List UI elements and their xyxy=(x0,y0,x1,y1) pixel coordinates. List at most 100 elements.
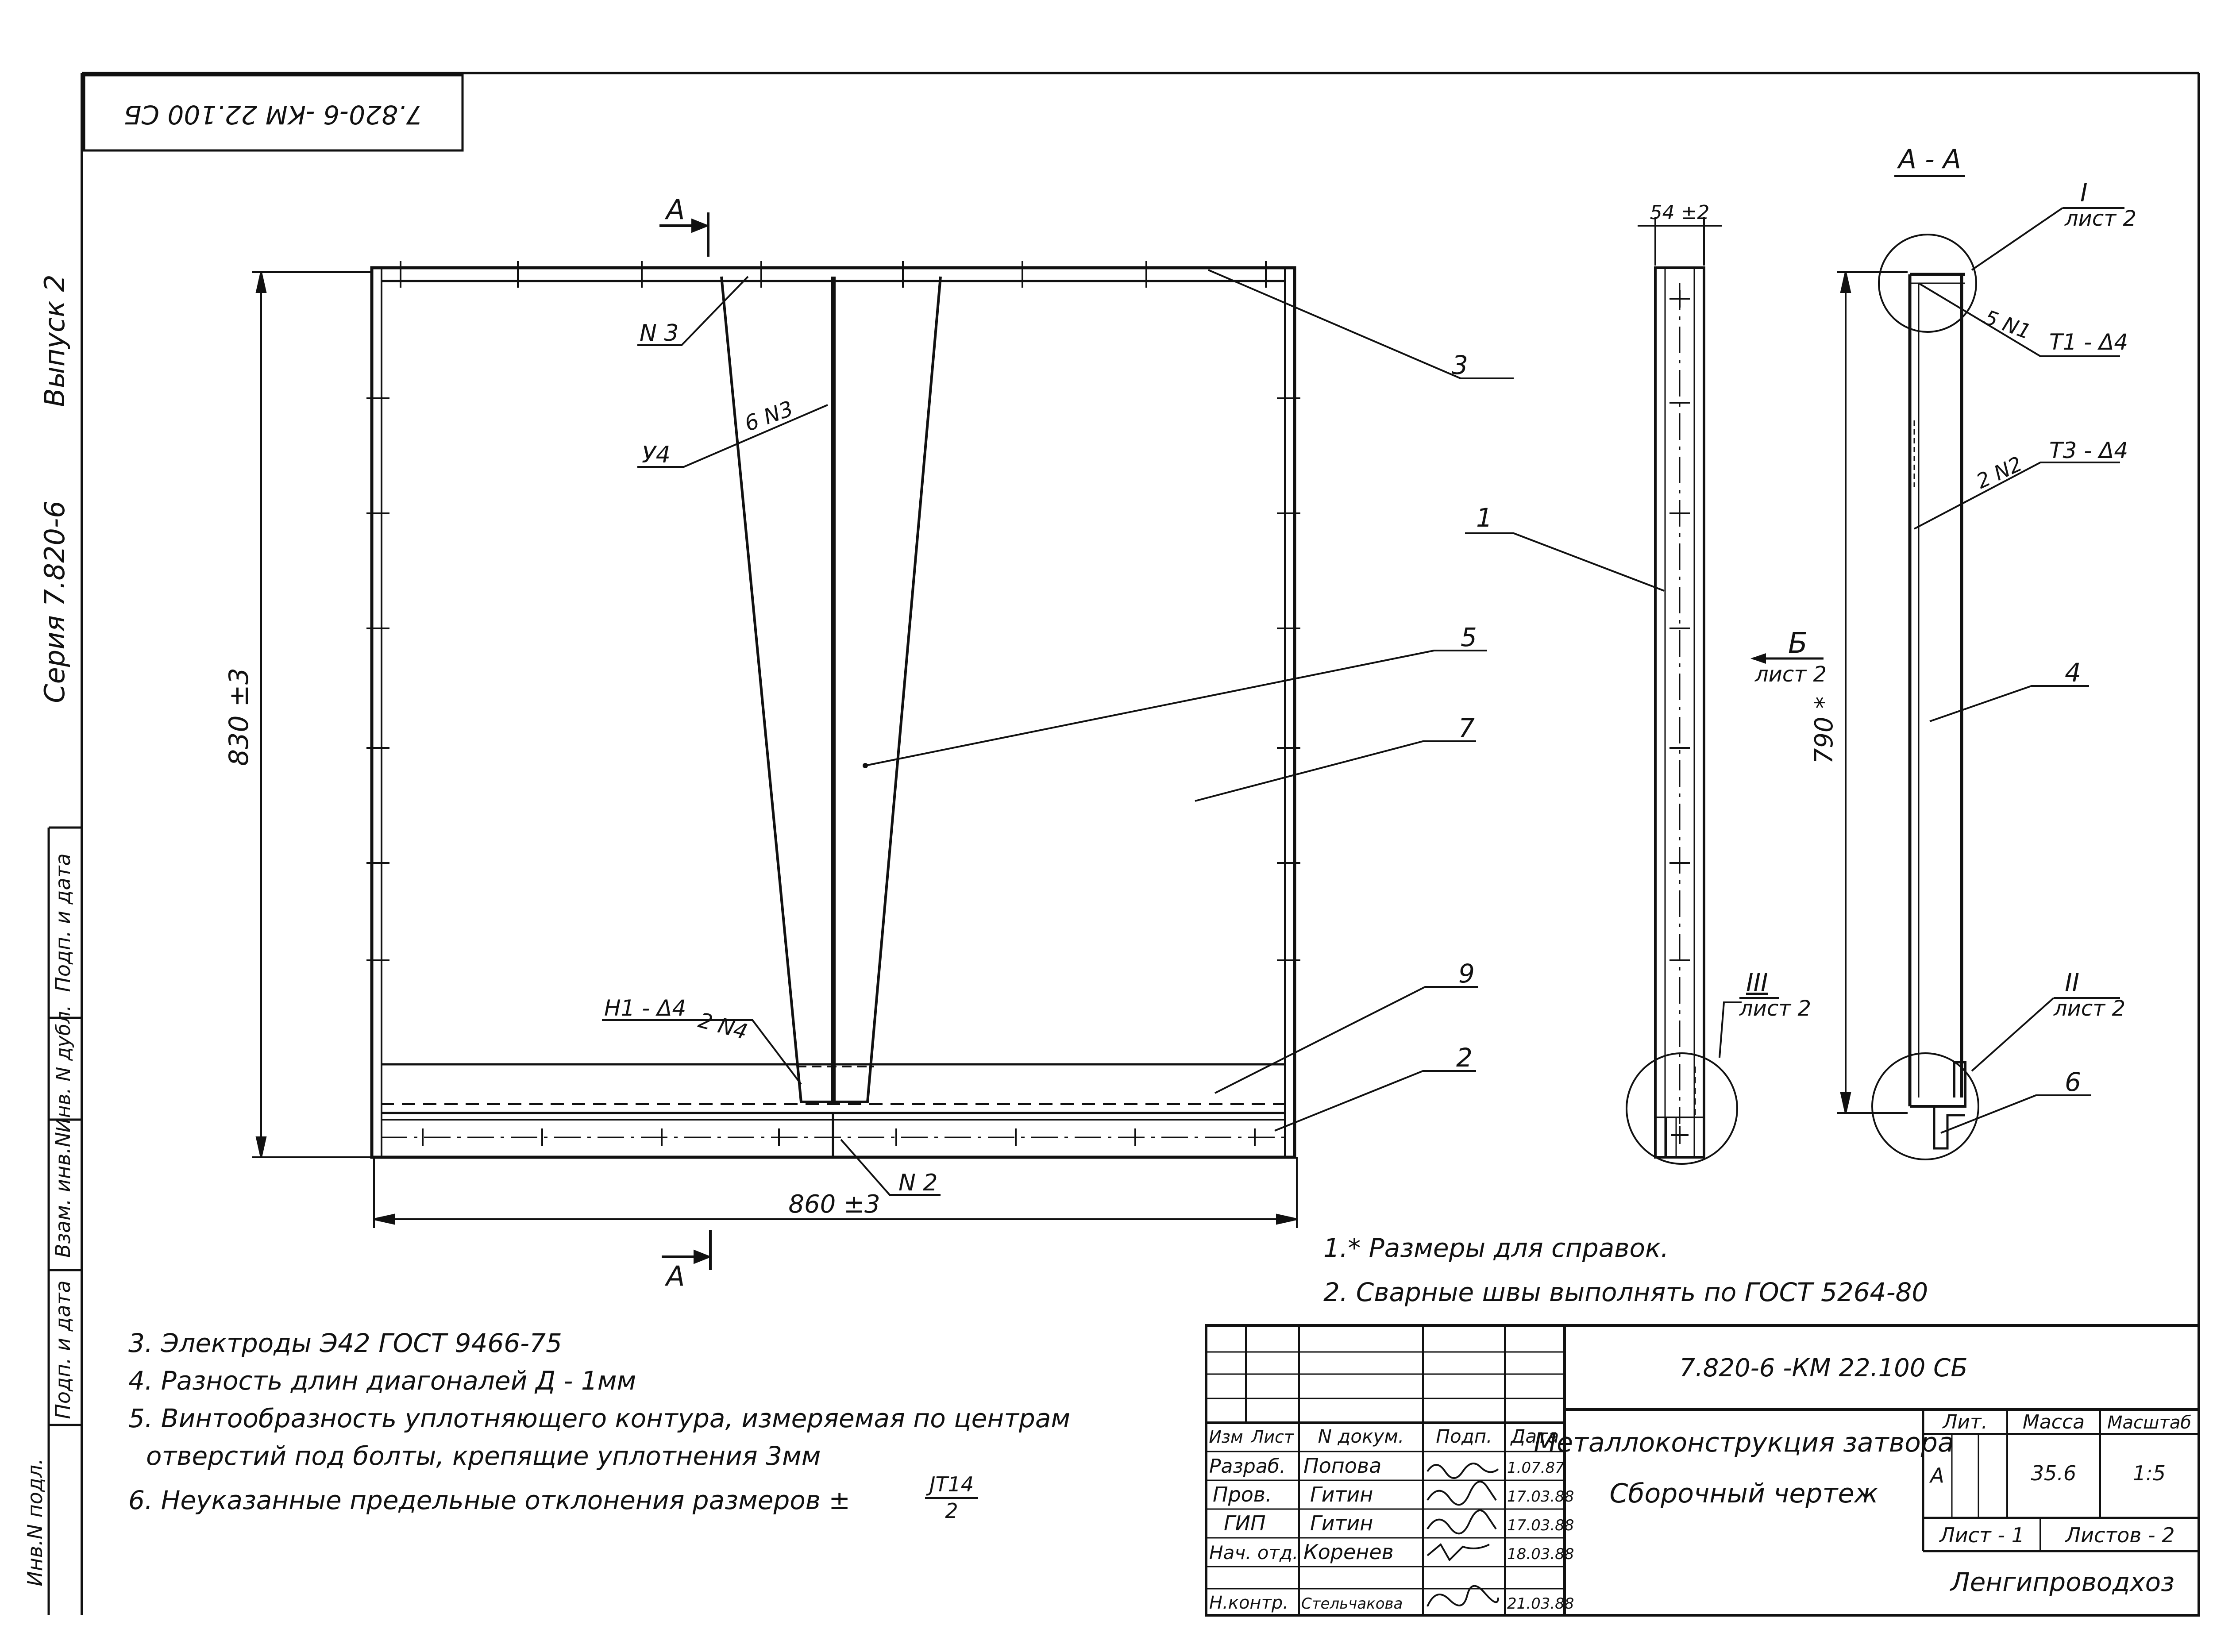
detail-circle-iii xyxy=(1626,1052,1738,1165)
leader-dot-5 xyxy=(863,763,868,768)
detail-i-sheet: лист 2 xyxy=(2064,206,2136,231)
callout-t1: Т1 - Δ4 xyxy=(2049,329,2128,355)
note-left-6: 6. Неуказанные предельные отклонения раз… xyxy=(128,1485,850,1515)
dim-54 xyxy=(1638,217,1722,266)
tb-role-0: Разраб. xyxy=(1209,1455,1286,1478)
bolt-ticks-top xyxy=(400,261,1267,288)
tb-role-4: Н.контр. xyxy=(1209,1593,1288,1613)
leader-iii xyxy=(1719,1001,1742,1058)
tapered-post xyxy=(720,276,833,1103)
dim-height-830-text: 830 ±3 xyxy=(224,668,254,766)
b-arrow-head xyxy=(1750,653,1766,664)
leader-ii xyxy=(1971,997,2055,1072)
callout-7: 7 xyxy=(1458,713,1475,743)
note-left-5b: отверстий под болты, крепящие уплотнения… xyxy=(146,1441,821,1471)
front-leaders xyxy=(602,269,1514,1196)
detail-i-label: I xyxy=(2080,179,2088,208)
margin-cell-podp-data-2: Подп. и дата xyxy=(51,853,75,992)
tb-sheets: Листов - 2 xyxy=(2065,1523,2175,1547)
tb-name-0: Попова xyxy=(1303,1454,1381,1478)
side-view xyxy=(1626,266,1738,1165)
note-left-5: 5. Винтообразность уплотняющего контура,… xyxy=(128,1403,1070,1433)
stamp-box xyxy=(83,74,464,152)
tb-title-2: Сборочный чертеж xyxy=(1610,1478,1878,1509)
side-view-ticks xyxy=(1669,290,1690,1144)
tb-name-1: Гитин xyxy=(1310,1483,1373,1506)
tb-date-4: 21.03.88 xyxy=(1507,1595,1574,1613)
margin-vypusk: Выпуск 2 xyxy=(39,274,71,407)
tb-lit-header: Лит. xyxy=(1942,1411,1987,1433)
tb-sheet: Лист - 1 xyxy=(1939,1523,2024,1547)
tb-scale-header: Масштаб xyxy=(2107,1413,2191,1433)
note-right-1: 1.* Размеры для справок. xyxy=(1323,1233,1669,1263)
tb-h-data: Дата xyxy=(1510,1425,1559,1447)
tb-name-4: Стельчакова xyxy=(1301,1595,1403,1613)
tb-scale-value: 1:5 xyxy=(2133,1461,2166,1485)
callout-3: 3 xyxy=(1452,350,1468,380)
leader-pos1 xyxy=(1465,532,1665,592)
tb-h-list: Лист xyxy=(1250,1427,1295,1447)
callout-n3: N 3 xyxy=(640,320,679,347)
tapered-post-right xyxy=(833,276,942,1103)
note-left-3: 3. Электроды Э42 ГОСТ 9466-75 xyxy=(128,1328,562,1358)
margin-seriya: Серия 7.820-6 xyxy=(39,501,71,703)
tb-mass-value: 35.6 xyxy=(2031,1461,2076,1485)
b-label: Б xyxy=(1788,627,1808,660)
margin-cell-podp-data-1: Подп. и дата xyxy=(51,1280,75,1419)
tb-h-izm: Изм xyxy=(1209,1427,1243,1447)
front-view xyxy=(370,266,1296,1159)
iii-sheet: лист 2 xyxy=(1739,996,1811,1021)
tb-title-1: Металлоконструкция затвора xyxy=(1534,1427,1954,1458)
tb-date-2: 17.03.88 xyxy=(1507,1517,1574,1534)
section-title: А - А xyxy=(1897,144,1961,175)
dim-height-830 xyxy=(252,271,372,1158)
leader-5n1 xyxy=(1918,282,2120,357)
note-right-2: 2. Сварные швы выполнять по ГОСТ 5264-80 xyxy=(1323,1277,1928,1307)
tb-name-3: Коренев xyxy=(1303,1540,1394,1564)
tb-org: Ленгипроводхоз xyxy=(1950,1567,2174,1597)
callout-9: 9 xyxy=(1458,959,1475,989)
tb-role-1: Пров. xyxy=(1213,1483,1272,1506)
b-sheet: лист 2 xyxy=(1754,662,1827,687)
callout-y4: У4 xyxy=(642,442,671,468)
callout-2n4: 2 N4 xyxy=(696,1008,750,1044)
section-view xyxy=(1871,234,1979,1160)
callout-pos1: 1 xyxy=(1476,503,1492,533)
tb-name-2: Гитин xyxy=(1310,1511,1373,1535)
section-marker-top xyxy=(659,212,710,257)
callout-n2: N 2 xyxy=(898,1170,938,1196)
leader-t3 xyxy=(1914,462,2120,530)
bolt-ticks-right xyxy=(1277,397,1300,961)
detail-circle-ii xyxy=(1871,1052,1979,1160)
callout-pos6: 6 xyxy=(2065,1067,2081,1097)
tb-h-ndok: N докум. xyxy=(1318,1425,1404,1447)
title-block xyxy=(1205,1324,2200,1617)
tb-mass-header: Масса xyxy=(2023,1411,2085,1433)
stamp-code: 7.820-6 -КМ 22.100 СБ xyxy=(124,100,423,130)
tb-role-3: Нач. отд. xyxy=(1209,1542,1298,1563)
tb-h-podp: Подп. xyxy=(1436,1425,1492,1447)
dim-width-860-text: 860 ±3 xyxy=(788,1190,880,1219)
callout-2n2: 2 N2 xyxy=(1973,452,2026,493)
tb-doc-code: 7.820-6 -КМ 22.100 СБ xyxy=(1679,1354,1967,1382)
tb-date-0: 1.07.87 xyxy=(1507,1459,1565,1477)
callout-h1: Н1 - Δ4 xyxy=(604,995,686,1021)
margin-cell-vzam: Взам. инв.N xyxy=(51,1132,75,1258)
section-label-bottom: А xyxy=(664,1260,685,1292)
callout-2: 2 xyxy=(1456,1043,1473,1073)
section-marker-bottom xyxy=(662,1230,712,1270)
callout-5: 5 xyxy=(1461,622,1477,652)
bolt-ticks-left xyxy=(366,397,389,961)
margin-cell-inv-podl: Инв.N подл. xyxy=(23,1458,47,1586)
dim-790-text: 790 * xyxy=(1810,697,1839,764)
tolerance-numerator: JT14 xyxy=(926,1472,974,1496)
section-label-top: А xyxy=(664,193,685,226)
dim-790 xyxy=(1837,271,1908,1114)
callout-pos4: 4 xyxy=(2065,658,2081,688)
leader-i xyxy=(1971,207,2063,271)
detail-circle-i xyxy=(1878,234,1977,333)
tb-role-2: ГИП xyxy=(1224,1511,1266,1535)
detail-ii-label: II xyxy=(2065,969,2079,997)
margin-cell-inv-dubl: Инв. N дубл. xyxy=(52,1005,75,1132)
